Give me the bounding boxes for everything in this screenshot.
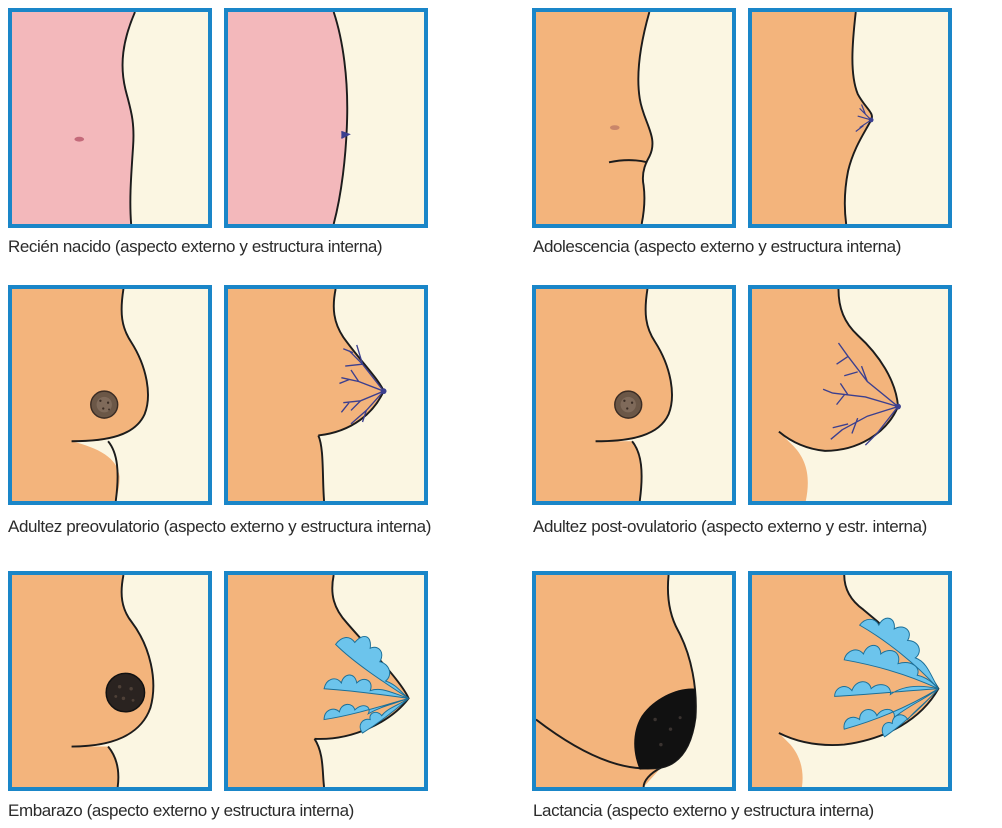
newborn-external-panel [8, 8, 212, 228]
adult-preovulatory-external-panel [8, 285, 212, 505]
adolescence-internal-panel [748, 8, 952, 228]
lactation-external-panel [532, 571, 736, 791]
pregnancy-external-panel [8, 571, 212, 791]
caption-adolescence: Adolescencia (aspecto externo y estructu… [533, 237, 901, 257]
caption-pregnancy: Embarazo (aspecto externo y estructura i… [8, 801, 354, 821]
adult-postovulatory-external-panel [532, 285, 736, 505]
adolescence-external-panel [532, 8, 736, 228]
caption-lactation: Lactancia (aspecto externo y estructura … [533, 801, 874, 821]
adult-preovulatory-internal-panel [224, 285, 428, 505]
lactation-internal-panel [748, 571, 952, 791]
caption-adult-preovulatory: Adultez preovulatorio (aspecto externo y… [8, 517, 431, 537]
areola-mark [106, 673, 144, 712]
caption-adult-postovulatory: Adultez post-ovulatorio (aspecto externo… [533, 517, 927, 537]
pregnancy-internal-panel [224, 571, 428, 791]
adult-postovulatory-internal-panel [748, 285, 952, 505]
areola-mark [74, 137, 84, 142]
caption-newborn: Recién nacido (aspecto externo y estruct… [8, 237, 382, 257]
newborn-internal-panel [224, 8, 428, 228]
areola-mark [610, 125, 620, 130]
